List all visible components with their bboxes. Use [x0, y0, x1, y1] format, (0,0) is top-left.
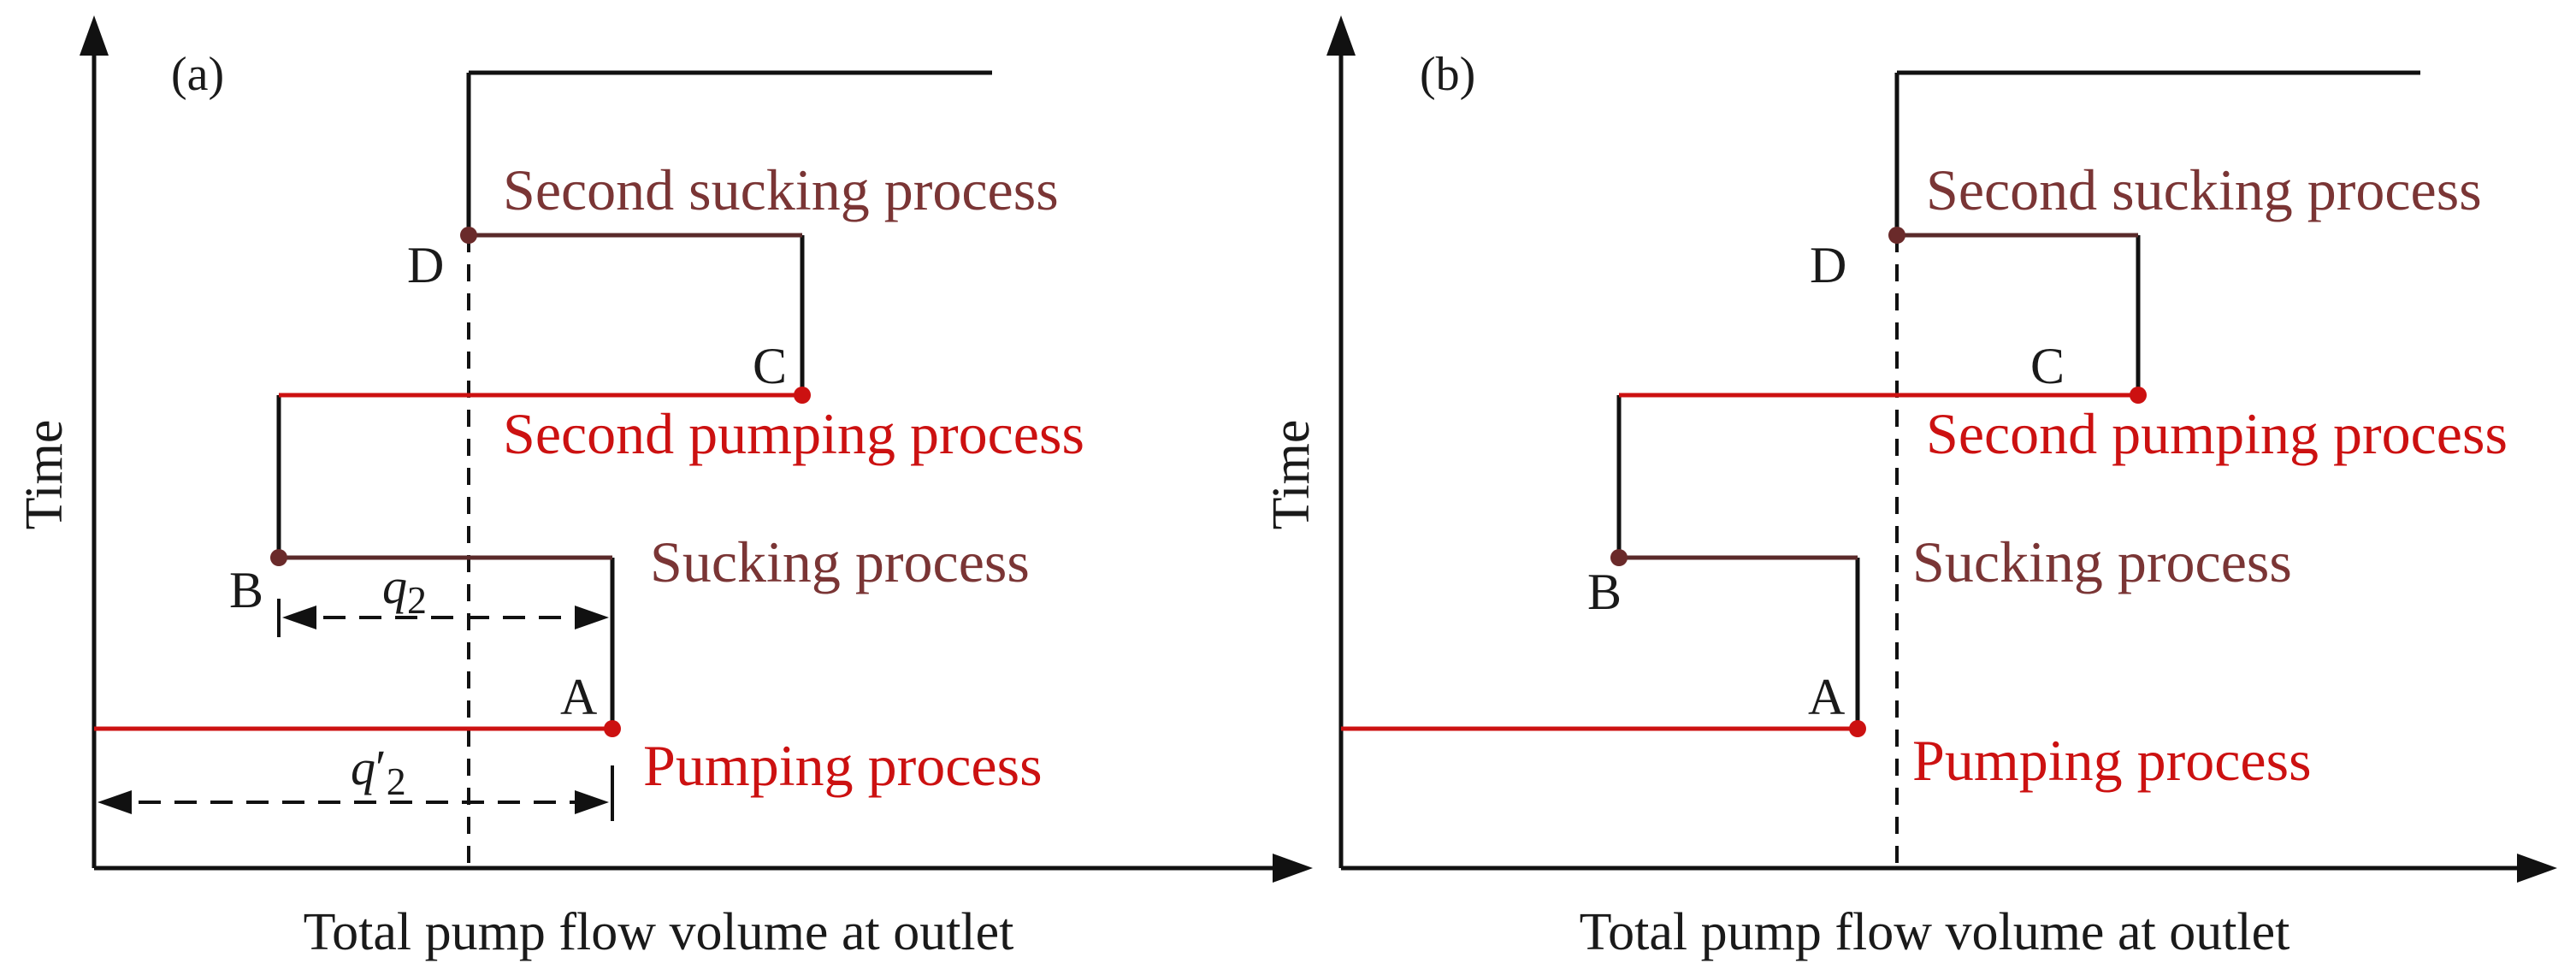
point-d-marker [1888, 227, 1905, 244]
panel-a-point-d-label: D [407, 237, 444, 293]
panel-b-point-b-label: B [1587, 564, 1622, 620]
panel-b-second-sucking-label: Second sucking process [1926, 157, 2482, 222]
panel-b-tag: (b) [1420, 48, 1475, 101]
y-axis-arrowhead [1326, 15, 1356, 56]
panel-a-tag: (a) [171, 48, 224, 101]
point-a-marker [604, 720, 621, 737]
point-c-marker [794, 387, 811, 404]
panel-a-second-sucking-label: Second sucking process [503, 157, 1059, 222]
panel-b-point-c-label: C [2030, 338, 2065, 394]
q2-label: q2 [382, 558, 427, 622]
panel-b: (b) Time Total pump flow volume at outle… [1262, 15, 2557, 961]
point-d-marker [460, 227, 477, 244]
panel-a-point-b-label: B [229, 562, 263, 618]
x-axis-arrowhead [1273, 854, 1313, 883]
x-axis-arrowhead [2517, 854, 2557, 883]
panel-b-point-d-label: D [1810, 237, 1846, 293]
point-b-marker [1610, 549, 1628, 566]
point-a-marker [1849, 720, 1866, 737]
point-b-marker [270, 549, 287, 566]
q2-left-arrow [282, 606, 316, 629]
panel-a-x-axis-label: Total pump flow volume at outlet [304, 903, 1014, 961]
q2p-right-arrow [575, 790, 609, 814]
panel-a-point-c-label: C [753, 338, 787, 394]
y-axis-arrowhead [80, 15, 109, 56]
panel-a: (a) Time Total pump flow volume at outle… [15, 15, 1313, 961]
panel-a-sucking-label: Sucking process [650, 529, 1030, 594]
panel-b-second-pumping-label: Second pumping process [1926, 401, 2508, 466]
point-c-marker [2130, 387, 2147, 404]
q2-right-arrow [575, 606, 609, 629]
q2p-label: q′2 [351, 740, 406, 803]
panel-b-y-axis-label: Time [1262, 420, 1320, 530]
panel-b-point-a-label: A [1808, 669, 1845, 725]
panel-a-y-axis-label: Time [15, 420, 74, 530]
panel-b-pumping-label: Pumping process [1912, 728, 2312, 793]
panel-a-point-a-label: A [560, 669, 597, 725]
panel-b-sucking-label: Sucking process [1912, 529, 2292, 594]
q2p-left-arrow [97, 790, 132, 814]
panel-a-second-pumping-label: Second pumping process [503, 401, 1084, 466]
panel-a-pumping-label: Pumping process [643, 733, 1043, 798]
panel-b-x-axis-label: Total pump flow volume at outlet [1580, 903, 2290, 961]
